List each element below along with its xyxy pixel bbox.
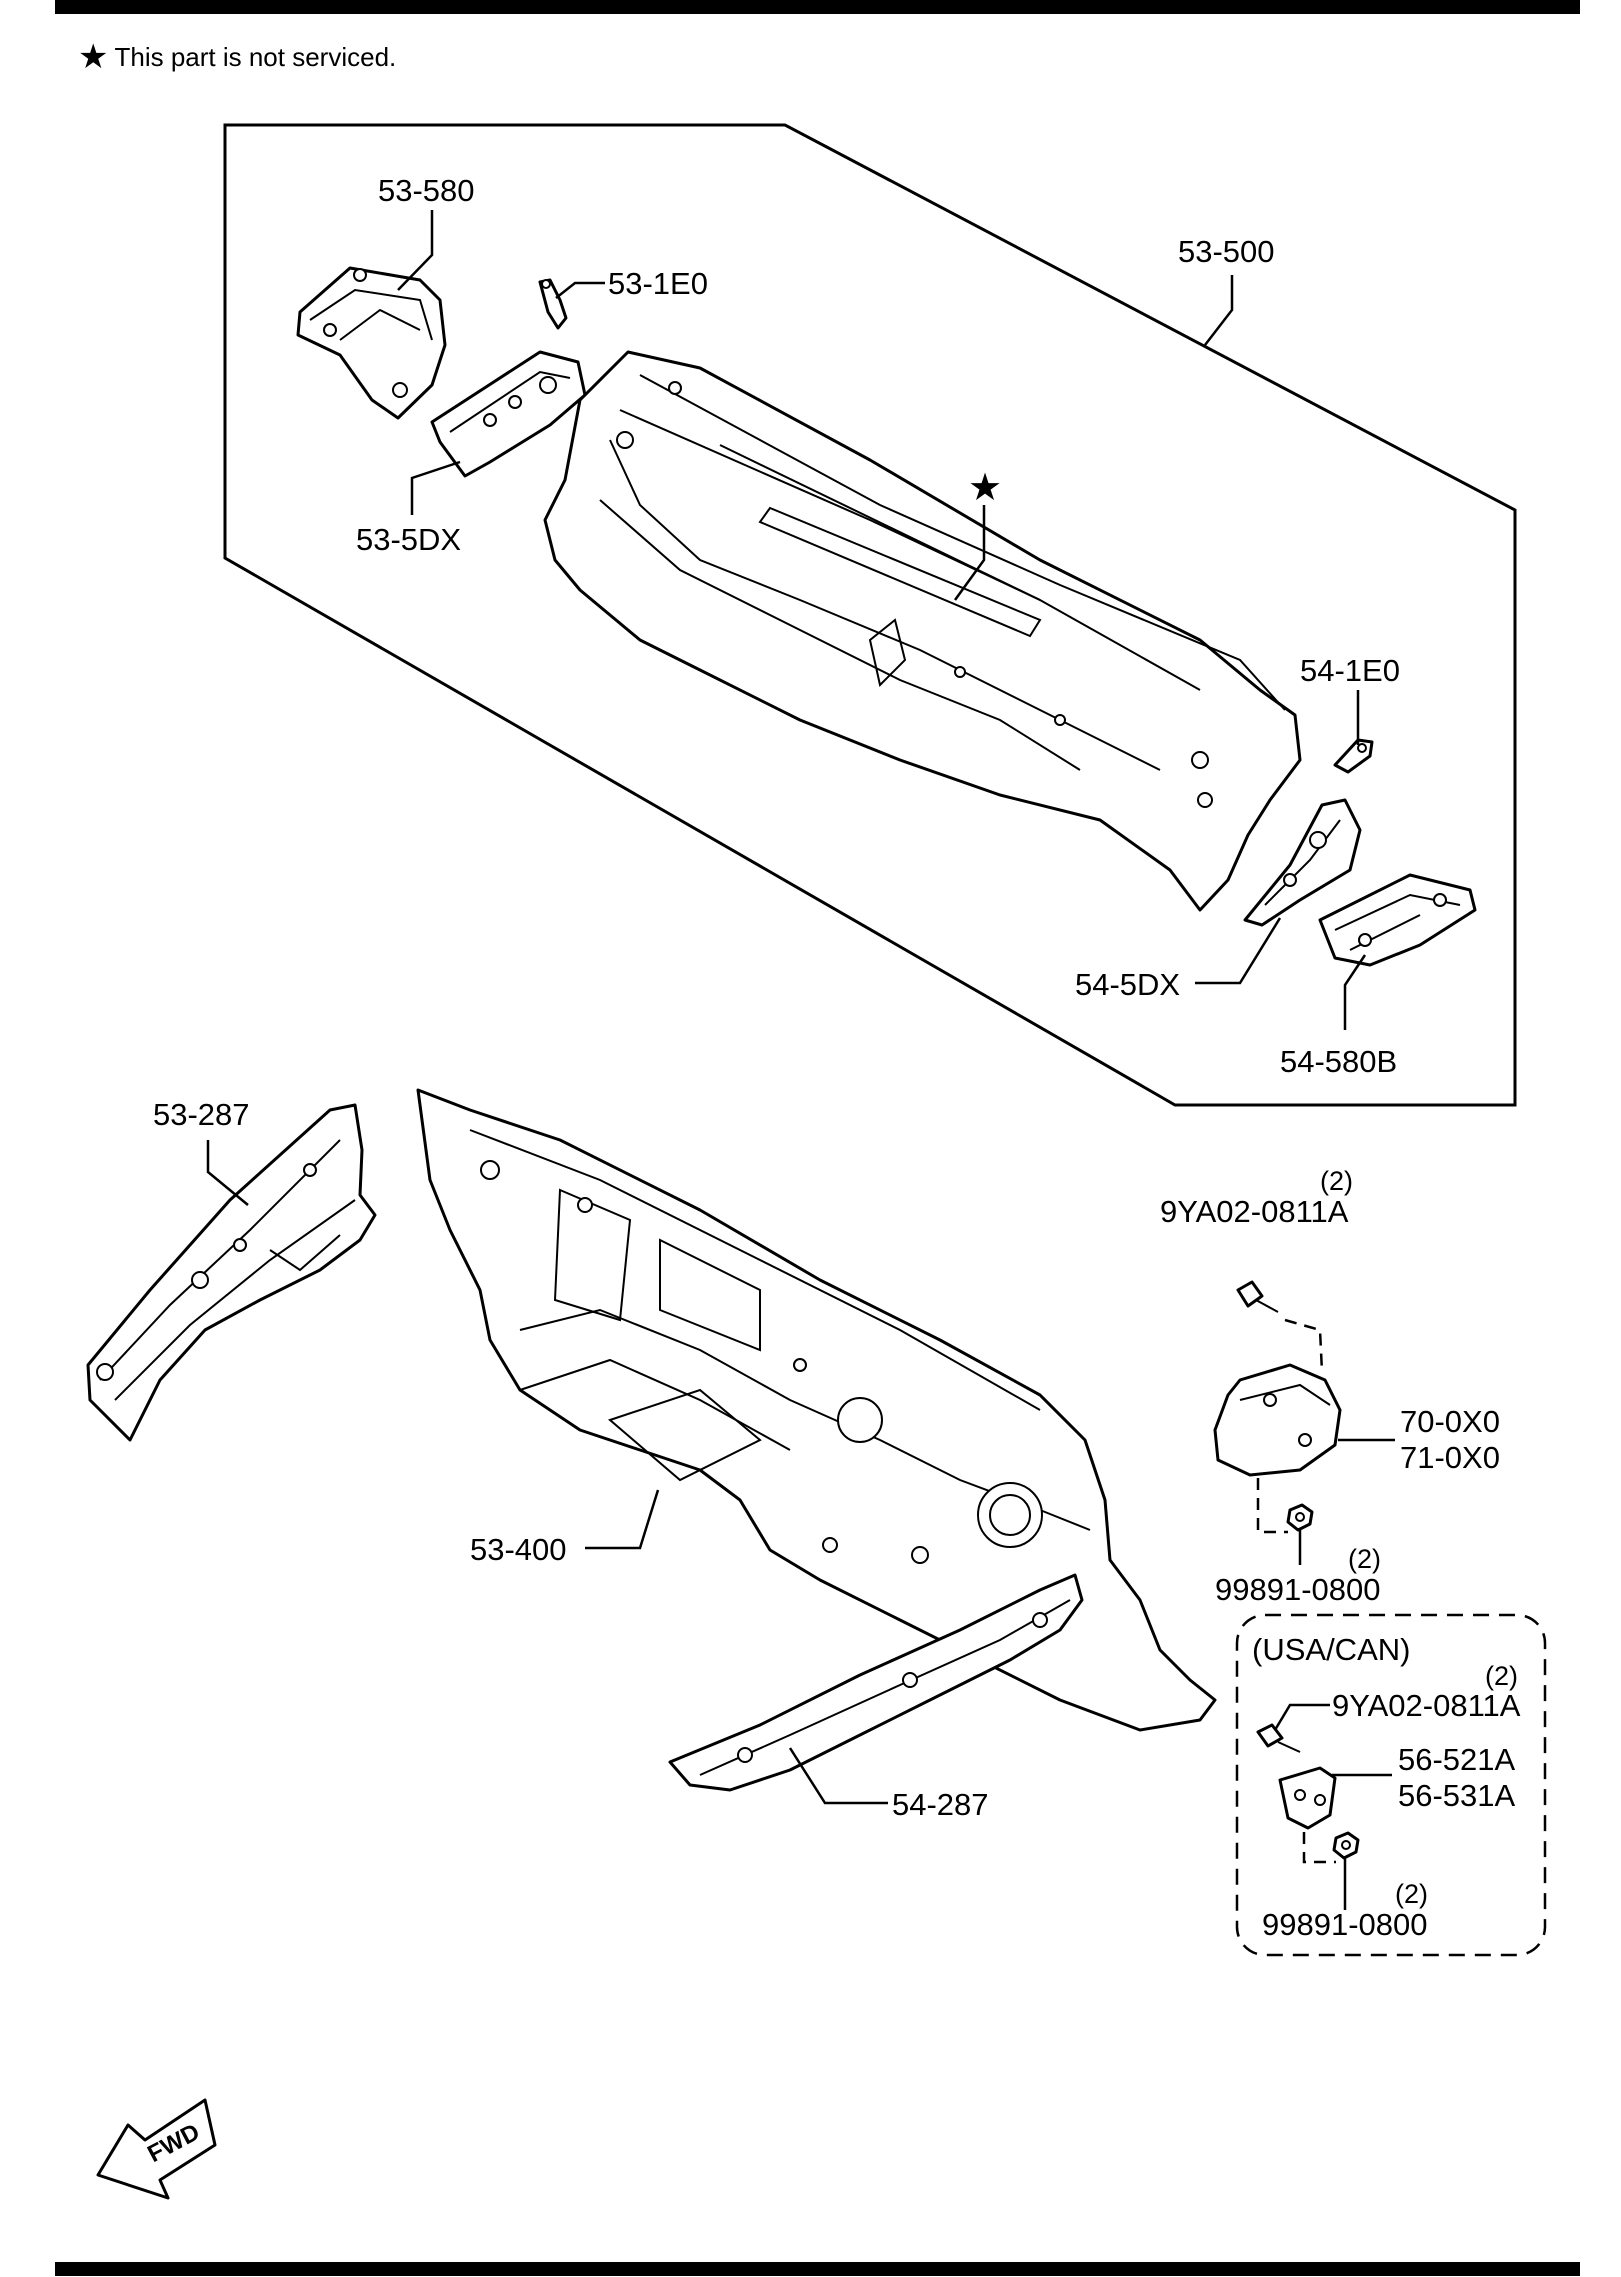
part-53-5dx-shape[interactable]: [430, 350, 587, 478]
cowl-assembly-frame: [223, 123, 1517, 1107]
bolt-9ya02-0811a-shape[interactable]: [1236, 1280, 1279, 1313]
callout-53-400: 53-400: [470, 1532, 567, 1567]
qty-bolt-box: (2): [1485, 1661, 1518, 1691]
star-icon: ★: [78, 38, 109, 76]
callout-56-531a: 56-531A: [1398, 1778, 1516, 1813]
leader-54-580b: [1343, 954, 1367, 1030]
nut-box-shape[interactable]: [1332, 1831, 1360, 1860]
part-54-580b-shape[interactable]: [1318, 873, 1477, 967]
not-serviced-note-text: This part is not serviced.: [114, 41, 397, 72]
box-nut-alignment-dash: [1302, 1832, 1336, 1864]
bracket-70-0x0-shape[interactable]: [1213, 1363, 1342, 1477]
callout-53-5dx: 53-5DX: [356, 522, 461, 557]
part-53-400-shape[interactable]: [416, 1088, 1217, 1732]
callout-70-0x0: 70-0X0: [1400, 1404, 1500, 1439]
leader-53-500: [1204, 275, 1234, 346]
callout-53-500: 53-500: [1178, 234, 1275, 269]
leader-53-400: [585, 1489, 660, 1550]
leader-54-287: [788, 1747, 888, 1805]
nut-99891-0800-shape[interactable]: [1286, 1503, 1314, 1532]
qty-bolt-top: (2): [1320, 1166, 1353, 1196]
bolt-alignment-dash: [1284, 1318, 1324, 1373]
bottom-border-bar: [55, 2262, 1580, 2276]
cowl-panel-shape[interactable]: [543, 350, 1302, 912]
leader-star: [953, 505, 986, 601]
callout-54-287: 54-287: [892, 1787, 989, 1822]
leader-53-5dx: [410, 460, 461, 515]
callout-71-0x0: 71-0X0: [1400, 1440, 1500, 1475]
bracket-56-521a-shape[interactable]: [1278, 1766, 1337, 1830]
callout-54-580b: 54-580B: [1280, 1044, 1397, 1079]
leader-bolt-box: [1273, 1703, 1330, 1731]
region-label-usa-can: (USA/CAN): [1252, 1632, 1410, 1667]
not-serviced-note: ★ This part is not serviced.: [78, 40, 396, 74]
callout-54-5dx: 54-5DX: [1075, 967, 1180, 1002]
part-54-287-shape[interactable]: [668, 1573, 1084, 1792]
top-border-bar: [55, 0, 1580, 14]
callout-53-580: 53-580: [378, 173, 475, 208]
nut-alignment-dash: [1256, 1478, 1288, 1534]
part-53-580-shape[interactable]: [296, 266, 447, 420]
leader-53-1e0: [555, 281, 605, 299]
leader-53-287: [206, 1140, 249, 1206]
part-54-5dx-shape[interactable]: [1243, 798, 1362, 927]
callout-star-icon: ★: [968, 467, 1002, 509]
callout-nut-box: 99891-0800: [1262, 1907, 1428, 1942]
qty-nut-top: (2): [1348, 1544, 1381, 1574]
callout-bolt-box: 9YA02-0811A: [1332, 1688, 1521, 1723]
part-53-1e0-shape[interactable]: [538, 278, 568, 330]
callout-nut-top: 99891-0800: [1215, 1572, 1381, 1607]
qty-nut-box: (2): [1395, 1879, 1428, 1909]
bolt-box-shape[interactable]: [1256, 1723, 1301, 1753]
callout-54-1e0: 54-1E0: [1300, 653, 1400, 688]
callout-bolt-top: 9YA02-0811A: [1160, 1194, 1349, 1229]
callout-56-521a: 56-521A: [1398, 1742, 1516, 1777]
fwd-arrow-icon: FWD: [96, 2098, 217, 2200]
leader-54-5dx: [1195, 917, 1282, 985]
leader-53-580: [397, 210, 434, 291]
part-53-287-shape[interactable]: [86, 1103, 377, 1442]
callout-53-1e0: 53-1E0: [608, 266, 708, 301]
part-54-1e0-shape[interactable]: [1333, 738, 1374, 774]
callout-53-287: 53-287: [153, 1097, 250, 1132]
